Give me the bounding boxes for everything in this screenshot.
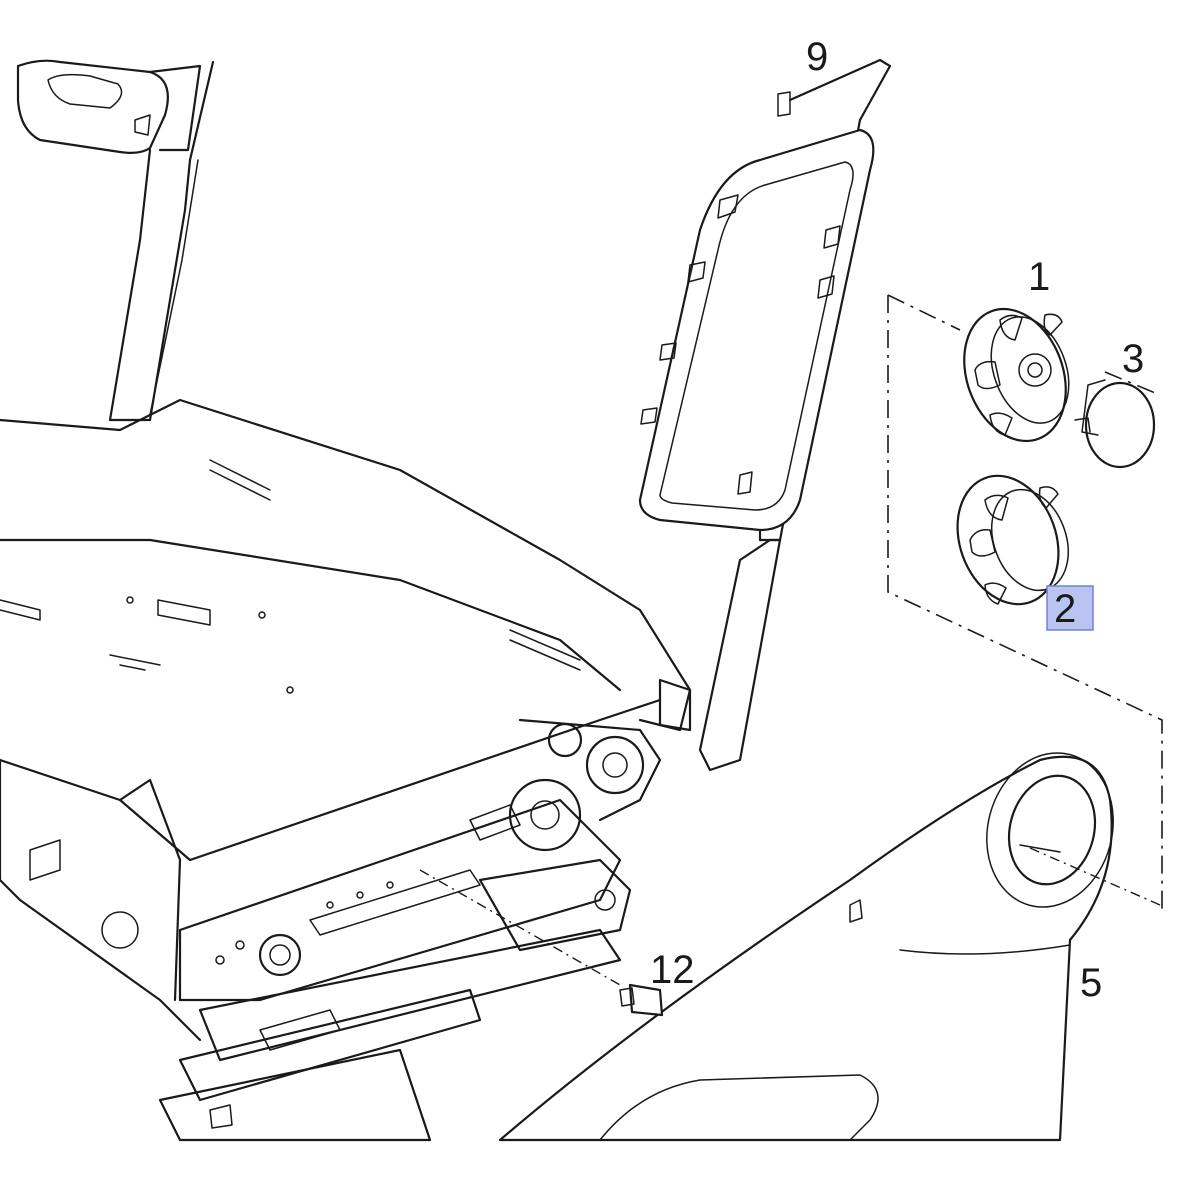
callout-2[interactable]: 2 [1054, 587, 1076, 631]
leader-lines [419, 847, 1161, 986]
callouts: 9 1 3 2 5 12 [650, 35, 1144, 1005]
part-2-knob-with-cap [956, 474, 1069, 606]
headrest [16, 59, 202, 154]
side-trim-panel [638, 58, 892, 772]
callout-2-highlight [1046, 585, 1094, 631]
part-5-side-cover [498, 752, 1114, 1142]
seat-mechanism [158, 718, 662, 1142]
callout-top-9: 9 [806, 35, 828, 79]
kit-group-outline [887, 294, 1163, 912]
part-3-cover-cap [1074, 379, 1156, 469]
part-12-clip [619, 983, 664, 1017]
callout-1[interactable]: 1 [1028, 255, 1050, 299]
seat-back-frame [108, 60, 215, 422]
seat-cushion [0, 398, 692, 1042]
callout-5[interactable]: 5 [1080, 961, 1102, 1005]
part-1-adjustment-knob [963, 307, 1070, 443]
callout-12[interactable]: 12 [650, 948, 695, 992]
callout-3[interactable]: 3 [1122, 337, 1144, 381]
